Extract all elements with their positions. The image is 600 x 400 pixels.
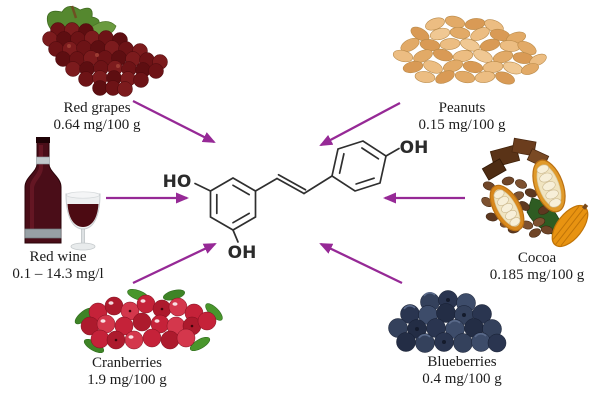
source-name: Cocoa — [517, 250, 557, 266]
cranberries-label: Cranberries 1.9 mg/100 g — [87, 355, 167, 388]
wine-glass-icon — [65, 191, 101, 251]
arrow-red-grapes-to-molecule — [132, 99, 216, 144]
source-amount: 1.9 mg/100 g — [87, 371, 167, 388]
source-name: Red grapes — [63, 100, 131, 116]
source-name: Blueberries — [427, 354, 497, 370]
cocoa-pod-whole — [551, 203, 589, 248]
cocoa-pod-half-right — [532, 159, 566, 213]
source-name: Cranberries — [92, 355, 162, 371]
source-name: Peanuts — [438, 100, 486, 116]
red-grapes-image — [28, 4, 173, 100]
ho-left-label: HO — [163, 172, 192, 192]
source-amount: 0.15 mg/100 g — [418, 116, 506, 133]
source-amount: 0.185 mg/100 g — [489, 266, 585, 283]
wine-bottle-icon — [24, 137, 62, 244]
red-wine-image — [8, 137, 108, 255]
oh-bottom-label: OH — [228, 243, 257, 263]
cranberry-berries — [80, 294, 217, 350]
resveratrol-structure — [194, 140, 400, 243]
arrow-peanuts-to-molecule — [319, 101, 401, 147]
cocoa-image — [477, 136, 597, 256]
source-amount: 0.64 mg/100 g — [53, 116, 141, 133]
peanut-pile — [392, 15, 547, 85]
peanuts-image — [375, 8, 555, 93]
blueberries-image — [370, 286, 520, 360]
source-name: Red wine — [29, 249, 87, 265]
peanuts-label: Peanuts 0.15 mg/100 g — [418, 100, 505, 133]
cranberries-image — [68, 282, 228, 358]
oh-right-label: OH — [400, 138, 429, 158]
blueberries-label: Blueberries 0.4 mg/100 g — [422, 354, 502, 387]
arrow-cranberries-to-molecule — [132, 242, 217, 285]
cocoa-label: Cocoa 0.185 mg/100 g — [490, 250, 585, 283]
cocoa-pod-half-left — [489, 184, 525, 232]
red-grapes-label: Red grapes 0.64 mg/100 g — [53, 100, 140, 133]
red-wine-label: Red wine 0.1 – 14.3 mg/l — [12, 249, 103, 282]
source-amount: 0.1 – 14.3 mg/l — [12, 265, 104, 282]
arrow-blueberries-to-molecule — [319, 242, 403, 285]
source-amount: 0.4 mg/100 g — [422, 370, 502, 387]
grape-berries — [42, 22, 168, 97]
blueberry-berries — [388, 290, 507, 353]
